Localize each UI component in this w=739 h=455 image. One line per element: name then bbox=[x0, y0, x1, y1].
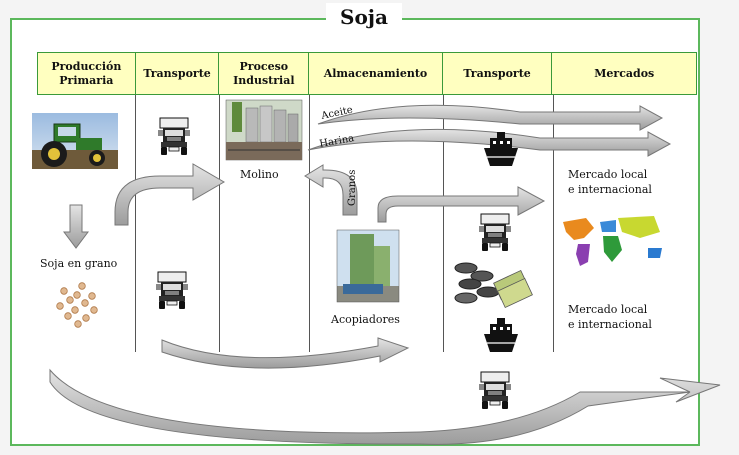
arrow-to-acopiadores bbox=[161, 337, 410, 369]
label-mercado-2-line1: Mercado local bbox=[568, 303, 648, 316]
column-divider bbox=[443, 95, 444, 352]
column-divider bbox=[309, 95, 310, 352]
truck-icon bbox=[155, 271, 189, 310]
label-mercado-1-line1: Mercado local bbox=[568, 168, 648, 181]
arrow-bottom-sweep bbox=[49, 368, 721, 445]
coins-icon bbox=[454, 262, 500, 304]
label-granos: Granos bbox=[347, 170, 358, 206]
column-header-produccion: Producción Primaria bbox=[38, 53, 136, 94]
silo-photo bbox=[336, 229, 400, 303]
world-map-icon bbox=[563, 216, 662, 266]
column-header-row: Producción Primaria Transporte Proceso I… bbox=[37, 52, 697, 95]
truck-icon bbox=[157, 117, 191, 156]
arrow-aceite bbox=[317, 104, 664, 131]
soybean-icon bbox=[56, 282, 98, 328]
label-mercado-2-line2: e internacional bbox=[568, 318, 652, 331]
column-header-transporte-2: Transporte bbox=[443, 53, 553, 94]
column-header-almacenamiento: Almacenamiento bbox=[309, 53, 443, 94]
arrow-tractor-down bbox=[63, 204, 89, 249]
arrow-to-molino bbox=[114, 163, 225, 226]
arrow-harina bbox=[307, 128, 672, 157]
arrow-granos-to-molino bbox=[304, 164, 358, 216]
ship-icon bbox=[483, 317, 519, 353]
truck-icon bbox=[478, 371, 512, 410]
label-soja-en-grano: Soja en grano bbox=[40, 257, 118, 270]
column-divider bbox=[553, 95, 554, 352]
label-harina: Harina bbox=[319, 133, 355, 150]
label-molino: Molino bbox=[240, 168, 279, 181]
column-divider bbox=[135, 95, 136, 352]
banknotes-icon bbox=[493, 269, 533, 309]
column-header-proceso: Proceso Industrial bbox=[219, 53, 310, 94]
truck-icon bbox=[478, 213, 512, 252]
diagram-title: Soja bbox=[326, 3, 402, 31]
label-mercado-1-line2: e internacional bbox=[568, 183, 652, 196]
column-divider bbox=[219, 95, 220, 352]
factory-photo bbox=[225, 99, 303, 161]
tractor-icon bbox=[32, 113, 118, 169]
arrow-to-ship bbox=[377, 186, 546, 223]
label-acopiadores: Acopiadores bbox=[331, 313, 400, 326]
column-header-transporte-1: Transporte bbox=[136, 53, 220, 94]
column-header-mercados: Mercados bbox=[594, 66, 655, 80]
